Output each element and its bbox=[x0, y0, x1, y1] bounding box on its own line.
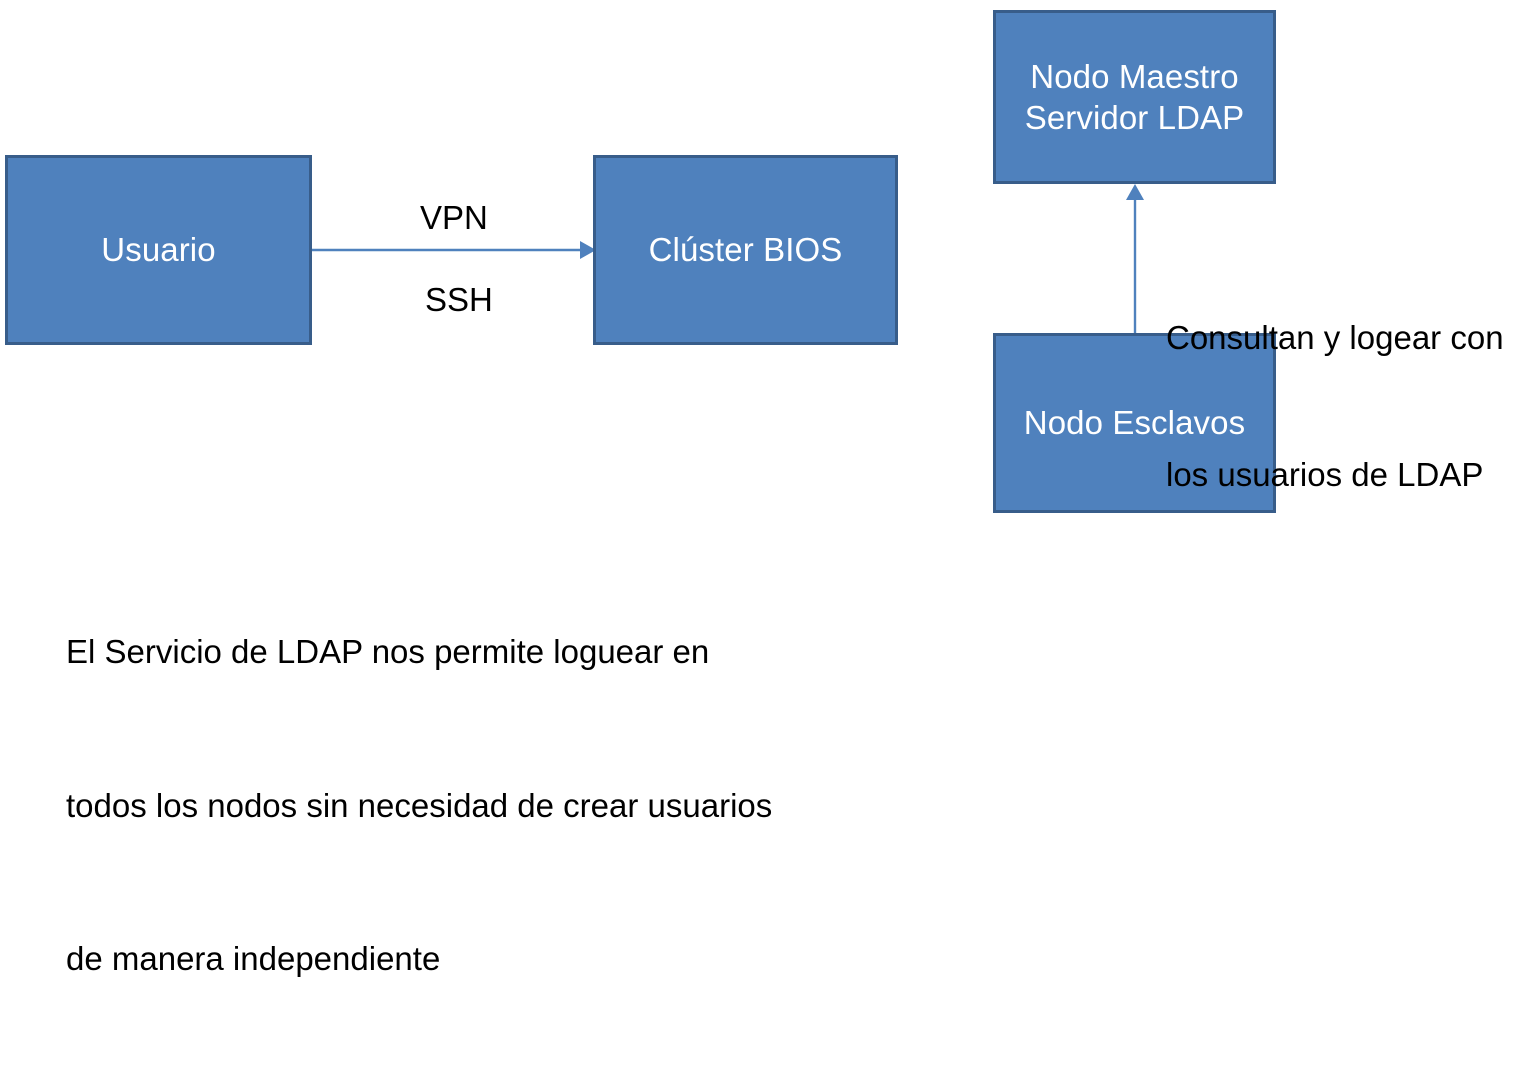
caption-line-2: todos los nodos sin necesidad de crear u… bbox=[66, 786, 773, 824]
node-nodo-maestro-label-line-2: Servidor LDAP bbox=[1024, 99, 1245, 136]
caption-line-3: de manera independiente bbox=[66, 940, 441, 978]
caption-ldap: El Servicio de LDAP nos permite loguear … bbox=[66, 524, 772, 1087]
diagram-canvas: Usuario Clúster BIOS Nodo Maestro Servid… bbox=[5, 10, 1504, 978]
side-note-line-2: los usuarios de LDAP bbox=[1166, 455, 1484, 493]
caption-line-1: El Servicio de LDAP nos permite loguear … bbox=[66, 633, 710, 671]
connector-esclavos-to-maestro bbox=[1126, 184, 1144, 333]
node-nodo-maestro-label-line-1: Nodo Maestro bbox=[1030, 57, 1239, 95]
node-cluster-bios-label-line-1: Clúster BIOS bbox=[648, 231, 843, 269]
connector-usuario-to-cluster bbox=[312, 241, 596, 259]
node-nodo-esclavos-label-line-1: Nodo Esclavos bbox=[1023, 404, 1246, 442]
node-nodo-esclavos-label: Nodo Esclavos bbox=[1024, 402, 1245, 443]
node-cluster-bios[interactable]: Clúster BIOS bbox=[593, 155, 898, 345]
side-note-line-1: Consultan y logear con bbox=[1166, 319, 1504, 357]
edge-label-vpn: VPN bbox=[420, 199, 488, 236]
node-usuario[interactable]: Usuario bbox=[5, 155, 312, 345]
node-nodo-maestro-label: Nodo Maestro Servidor LDAP bbox=[1025, 56, 1245, 139]
edge-label-ssh: SSH bbox=[425, 281, 493, 318]
node-usuario-label: Usuario bbox=[101, 229, 215, 270]
node-nodo-esclavos[interactable]: Nodo Esclavos bbox=[993, 333, 1276, 513]
node-nodo-maestro[interactable]: Nodo Maestro Servidor LDAP bbox=[993, 10, 1276, 184]
node-usuario-label-line-1: Usuario bbox=[101, 231, 216, 269]
node-cluster-bios-label: Clúster BIOS bbox=[649, 229, 843, 270]
side-note-consulta: Consultan y logear con los usuarios de L… bbox=[1166, 224, 1504, 588]
